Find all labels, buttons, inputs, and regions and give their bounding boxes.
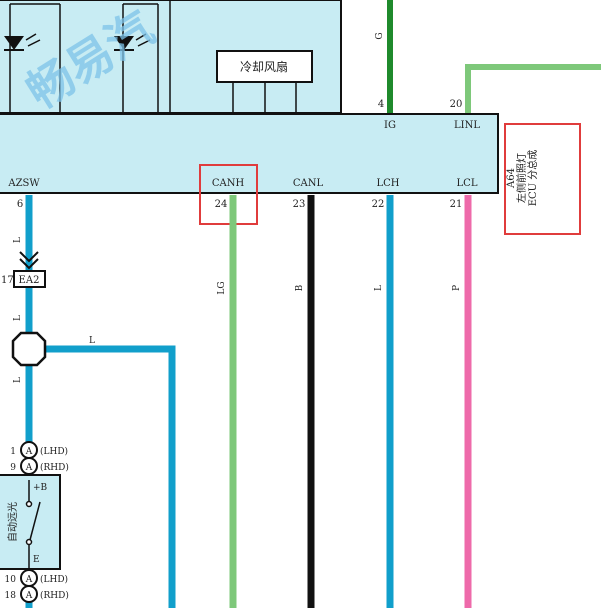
highlight-box-component: [504, 123, 581, 235]
wire-g-label: G: [375, 32, 385, 39]
connector-a-letter: A: [25, 591, 33, 601]
ecu-box: [0, 113, 499, 194]
wire-azsw-label-3: L: [13, 377, 23, 383]
connector-a-letter: A: [25, 463, 33, 473]
wire-lcl-label: P: [452, 285, 462, 291]
wire-branch-label: L: [89, 336, 95, 346]
component-name-line1: 左侧前照灯: [515, 153, 528, 203]
switch-pin-b: +B: [33, 483, 48, 493]
connector-pin: 18: [5, 591, 17, 601]
ecu-pin-num-linl: 20: [450, 99, 463, 110]
ecu-pin-num-azsw: 6: [17, 199, 23, 210]
connector-note: (LHD): [40, 574, 68, 585]
connector-ea2-code: EA2: [19, 275, 40, 286]
component-code: A64: [506, 168, 517, 189]
ecu-pin-name-canh: CANH: [212, 178, 245, 189]
connector-pin: 9: [10, 463, 16, 473]
wire-canl-label: B: [295, 284, 305, 291]
component-name-line2: ECU 分总成: [526, 150, 539, 207]
ecu-pin-num-ig: 4: [378, 99, 384, 110]
component-label: A64 左侧前照灯 ECU 分总成: [506, 150, 539, 207]
connector-note: (RHD): [40, 590, 69, 601]
ecu-pin-num-canh: 24: [215, 199, 228, 210]
cooling-fan-box: [216, 50, 313, 83]
ecu-pin-name-lch: LCH: [376, 178, 399, 189]
switch-name: 自动远光: [6, 502, 19, 542]
ecu-pin-name-azsw: AZSW: [7, 178, 40, 189]
wire-canh-label: LG: [217, 281, 227, 294]
wire-azsw-label-1: L: [13, 237, 23, 243]
connector-a-circle: [20, 585, 38, 603]
connector-a-letter: A: [25, 447, 33, 457]
wire-lch-label: L: [374, 285, 384, 291]
connector-note: (LHD): [40, 446, 68, 457]
connector-ea2-box: [13, 270, 46, 288]
highlight-box-canh: [199, 164, 258, 225]
cooling-fan-label: 冷却风扇: [240, 59, 288, 74]
connector-note: (RHD): [40, 462, 69, 473]
switch-contact-icon: [25, 480, 41, 569]
connector-pin: 10: [5, 575, 17, 585]
wire-linl: [465, 64, 601, 113]
connector-pin: 1: [10, 447, 16, 457]
connector-chevron-icon: [19, 251, 39, 270]
ecu-pin-num-lcl: 21: [450, 199, 463, 210]
switch-pin-e: E: [33, 555, 40, 565]
wire-branch: [44, 345, 176, 608]
ecu-pin-num-canl: 23: [293, 199, 306, 210]
ecu-pin-num-lch: 22: [372, 199, 385, 210]
led-icon: [114, 33, 151, 51]
connector-a-letter: A: [25, 575, 33, 585]
wire-azsw-label-2: L: [13, 315, 23, 321]
auto-highbeam-switch-box: [0, 474, 61, 570]
led-icon: [4, 33, 41, 51]
ecu-pin-name-ig: IG: [384, 120, 396, 131]
junction-octagon: [11, 331, 47, 367]
ecu-pin-name-lcl: LCL: [457, 178, 478, 189]
ecu-pin-name-canl: CANL: [293, 178, 324, 189]
connector-ea2-pin: 17: [1, 275, 14, 286]
ecu-pin-name-linl: LINL: [454, 120, 480, 131]
